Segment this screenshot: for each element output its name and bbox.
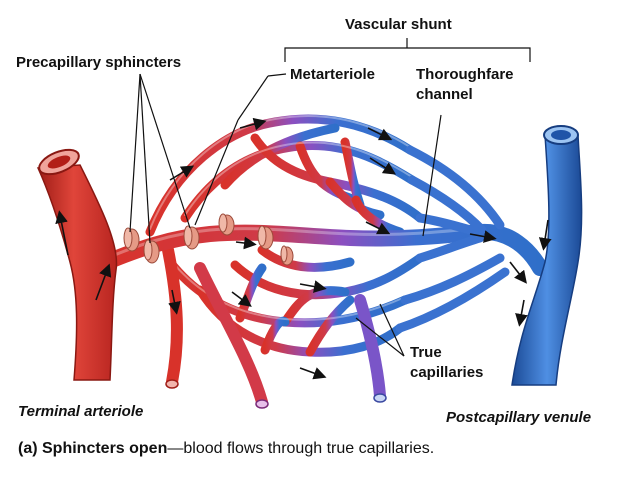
postcapillary-venule-label: Postcapillary venule (446, 409, 592, 426)
true-capillaries-label-line1: True (410, 344, 442, 361)
leader-lines (129, 38, 531, 357)
true-capillaries-network (145, 114, 425, 357)
figure-caption: (a) Sphincters open—blood flows through … (18, 440, 434, 458)
vascular-shunt-label: Vascular shunt (345, 16, 452, 33)
caption-dash: — (167, 440, 184, 457)
metarteriole-label: Metarteriole (290, 66, 376, 83)
postcapillary-venule-vessel (511, 125, 583, 386)
precapillary-sphincters-label: Precapillary sphincters (16, 54, 182, 71)
descending-branches (162, 244, 386, 408)
thoroughfare-channel-label-line1: Thoroughfare (416, 66, 514, 83)
terminal-arteriole-vessel (36, 148, 118, 381)
terminal-arteriole-label: Terminal arteriole (18, 403, 144, 420)
venous-capillaries (395, 145, 510, 333)
caption-text: blood flows through true capillaries. (183, 440, 435, 457)
flow-arrows (55, 117, 552, 380)
true-capillaries-label-line2: capillaries (410, 364, 484, 381)
caption-prefix: (a) Sphincters open (18, 440, 168, 457)
branch-openings (165, 379, 387, 409)
precapillary-sphincters (123, 213, 294, 266)
thoroughfare-channel-label-line2: channel (416, 86, 473, 103)
